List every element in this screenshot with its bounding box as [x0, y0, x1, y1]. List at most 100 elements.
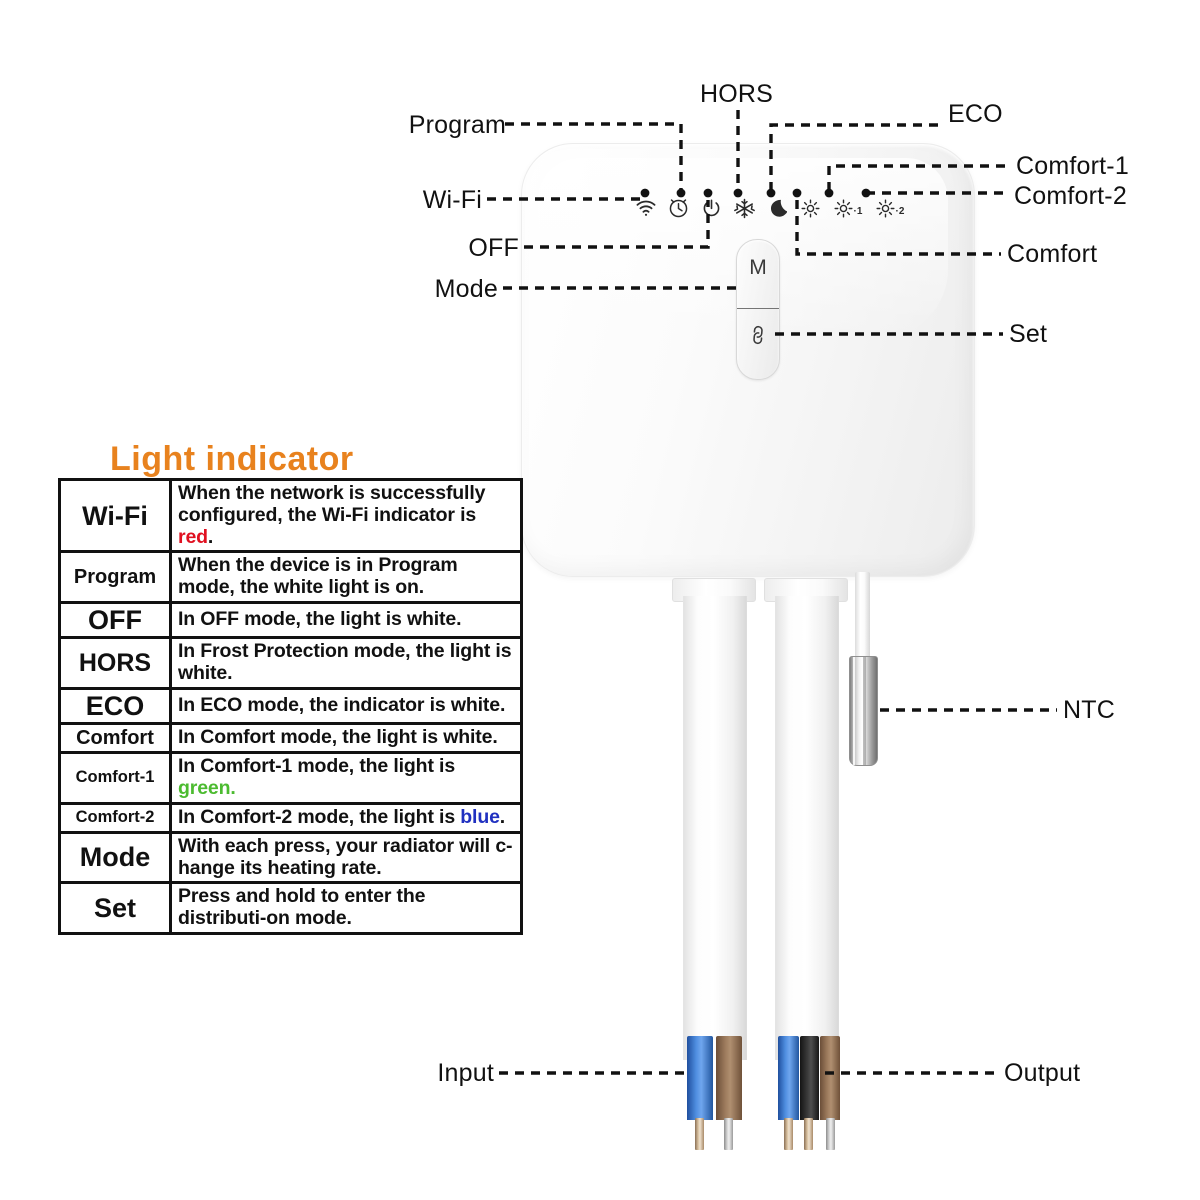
description-text: In Comfort-1 mode, the light is [178, 755, 456, 778]
table-row-description: In Frost Protection mode, the light is w… [169, 636, 523, 691]
table-row-key: HORS [58, 636, 172, 691]
anchor-dot-comfort [792, 188, 802, 198]
indicator-icon-row: ·1 ·2 [629, 196, 911, 220]
callout-input: Input [437, 1059, 494, 1087]
callout-off: OFF [468, 234, 519, 262]
button-divider [737, 308, 779, 309]
callout-mode: Mode [434, 275, 498, 303]
color-word: red [178, 525, 208, 548]
anchor-dot-off [703, 188, 713, 198]
callout-program: Program [408, 111, 506, 139]
wifi-icon [629, 196, 662, 220]
sun-2-suffix: ·2 [895, 205, 905, 217]
mode-set-button[interactable]: M [736, 239, 780, 380]
table-row: OFF In OFF mode, the light is white. [58, 601, 523, 640]
output-cable [775, 596, 839, 1060]
callout-set: Set [1009, 320, 1048, 348]
sun-1-suffix: ·1 [853, 205, 863, 217]
clock-icon [662, 196, 695, 220]
callout-ntc: NTC [1063, 696, 1115, 724]
input-wire-brown [716, 1036, 742, 1120]
table-row-key: ECO [58, 687, 172, 726]
callout-comfort-1: Comfort-1 [1016, 152, 1129, 180]
table-row-description: In Comfort-1 mode, the light is green. [169, 751, 523, 805]
callout-eco: ECO [948, 100, 1003, 128]
description-text: With each press, your radiator will c-ha… [178, 834, 513, 879]
description-text: Press and hold to enter the distributi-o… [178, 885, 426, 930]
output-wire-brown [820, 1036, 840, 1120]
light-indicator-title: Light indicator [110, 440, 354, 478]
input-wire-blue [687, 1036, 713, 1120]
anchor-dot-program [676, 188, 686, 198]
output-pin-black [804, 1118, 813, 1150]
output-pin-blue [784, 1118, 793, 1150]
callout-hors: HORS [700, 80, 774, 108]
anchor-dot-hors [733, 188, 743, 198]
color-word: green. [178, 777, 236, 800]
sun-2-icon: ·2 [869, 196, 911, 220]
description-text: In Comfort-2 mode, the light is [178, 805, 461, 828]
table-row-description: With each press, your radiator will c-ha… [169, 830, 523, 885]
output-pin-brown [826, 1118, 835, 1150]
mode-button-label[interactable]: M [749, 256, 767, 279]
power-icon [695, 196, 728, 220]
table-row-description: In ECO mode, the indicator is white. [169, 687, 523, 726]
description-text: When the device is in Program mode, the … [178, 554, 458, 599]
ntc-probe [849, 656, 878, 766]
description-text: In Comfort mode, the light is white. [178, 726, 498, 749]
callout-wifi: Wi-Fi [422, 186, 482, 214]
input-cable [683, 596, 747, 1060]
description-text: In Frost Protection mode, the light is w… [178, 640, 512, 685]
table-row-key: Comfort-2 [58, 801, 172, 834]
output-wire-black [800, 1036, 819, 1120]
sun-icon [794, 196, 827, 220]
anchor-dot-comfort-1 [824, 188, 834, 198]
table-row-description: When the device is in Program mode, the … [169, 550, 523, 605]
input-pin-blue [695, 1118, 704, 1150]
table-row-description: In Comfort-2 mode, the light is blue. [169, 801, 523, 834]
snowflake-icon [728, 196, 761, 220]
moon-icon [761, 196, 794, 220]
table-row-key: Program [58, 550, 172, 605]
anchor-dot-eco [766, 188, 776, 198]
output-wire-blue [778, 1036, 799, 1120]
device-body [521, 143, 975, 577]
color-word: blue [460, 805, 500, 828]
link-icon[interactable] [737, 324, 779, 351]
table-row-key: Set [58, 881, 172, 936]
ntc-cable [855, 572, 870, 668]
table-row: ECO In ECO mode, the indicator is white. [58, 687, 523, 726]
callout-comfort-2: Comfort-2 [1014, 182, 1127, 210]
table-row-key: Mode [58, 830, 172, 885]
table-row-description: In OFF mode, the light is white. [169, 601, 523, 640]
callout-comfort: Comfort [1007, 240, 1098, 268]
table-row-key: OFF [58, 601, 172, 640]
input-pin-brown [724, 1118, 733, 1150]
anchor-dot-comfort-2 [861, 188, 871, 198]
anchor-dot-wifi [640, 188, 650, 198]
table-row-key: Wi-Fi [58, 477, 172, 554]
table-row-description: In Comfort mode, the light is white. [169, 722, 523, 755]
description-text: In OFF mode, the light is white. [178, 608, 462, 631]
table-row-key: Comfort-1 [58, 751, 172, 805]
description-text: . [207, 525, 214, 548]
table-row-description: When the network is successfully configu… [169, 477, 523, 554]
table-row: Comfort In Comfort mode, the light is whi… [58, 722, 523, 755]
sun-1-icon: ·1 [827, 196, 869, 220]
description-text: . [499, 805, 506, 828]
description-text: When the network is successfully configu… [178, 482, 486, 526]
table-row-description: Press and hold to enter the distributi-o… [169, 881, 523, 936]
table-row-key: Comfort [58, 722, 172, 755]
description-text: In ECO mode, the indicator is white. [178, 694, 506, 717]
